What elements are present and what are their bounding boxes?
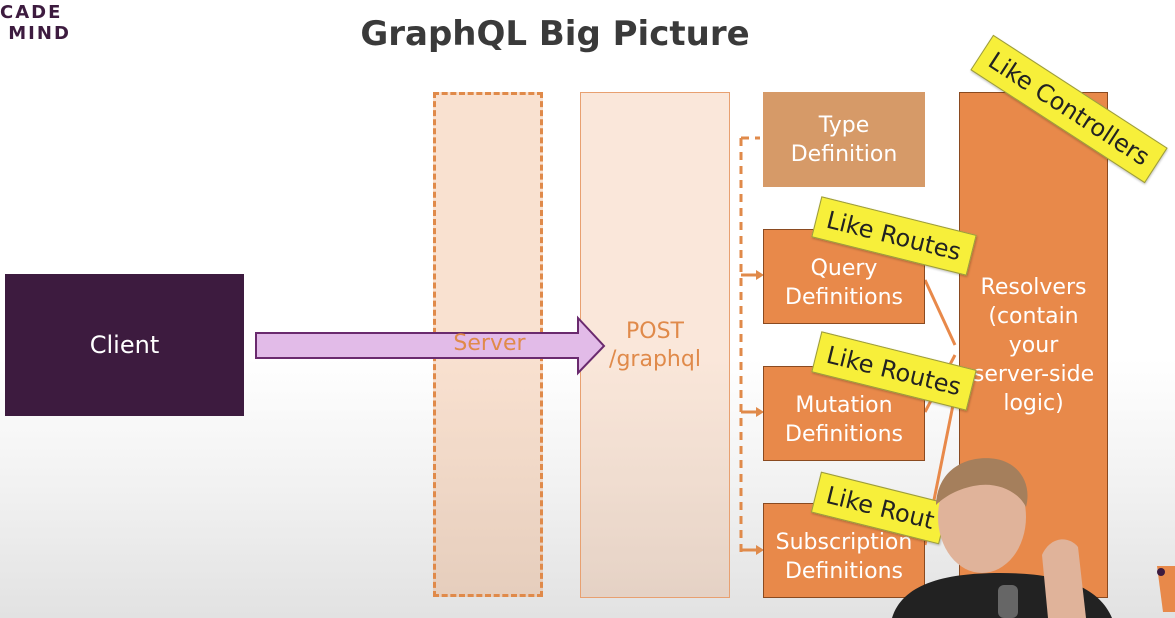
resolvers-line4: server-side xyxy=(959,360,1108,389)
resolvers-line1: Resolvers xyxy=(959,273,1108,302)
resolvers-line5: logic) xyxy=(959,389,1108,418)
resolvers-line3: your xyxy=(959,331,1108,360)
server-label: Server xyxy=(433,331,546,356)
type-definition-box: Type Definition xyxy=(763,92,925,187)
post-path: /graphql xyxy=(580,346,730,374)
post-endpoint-label: POST /graphql xyxy=(580,318,730,374)
presenter-webcam xyxy=(872,455,1130,618)
type-def-line2: Definition xyxy=(791,140,898,169)
microphone-icon xyxy=(998,585,1018,618)
mutation-def-line2: Definitions xyxy=(785,420,903,449)
query-def-line2: Definitions xyxy=(785,283,903,312)
query-to-resolvers xyxy=(925,280,955,345)
type-def-line1: Type xyxy=(791,111,898,140)
mutation-def-line1: Mutation xyxy=(785,391,903,420)
client-box: Client xyxy=(5,274,244,416)
corner-logo-mark xyxy=(1153,566,1175,612)
presenter-hand xyxy=(1042,539,1086,618)
resolvers-label: Resolvers (contain your server-side logi… xyxy=(959,273,1108,418)
request-arrow xyxy=(256,318,604,373)
resolvers-line2: (contain xyxy=(959,302,1108,331)
post-method: POST xyxy=(580,318,730,346)
client-label: Client xyxy=(90,331,159,359)
query-def-line1: Query xyxy=(785,254,903,283)
